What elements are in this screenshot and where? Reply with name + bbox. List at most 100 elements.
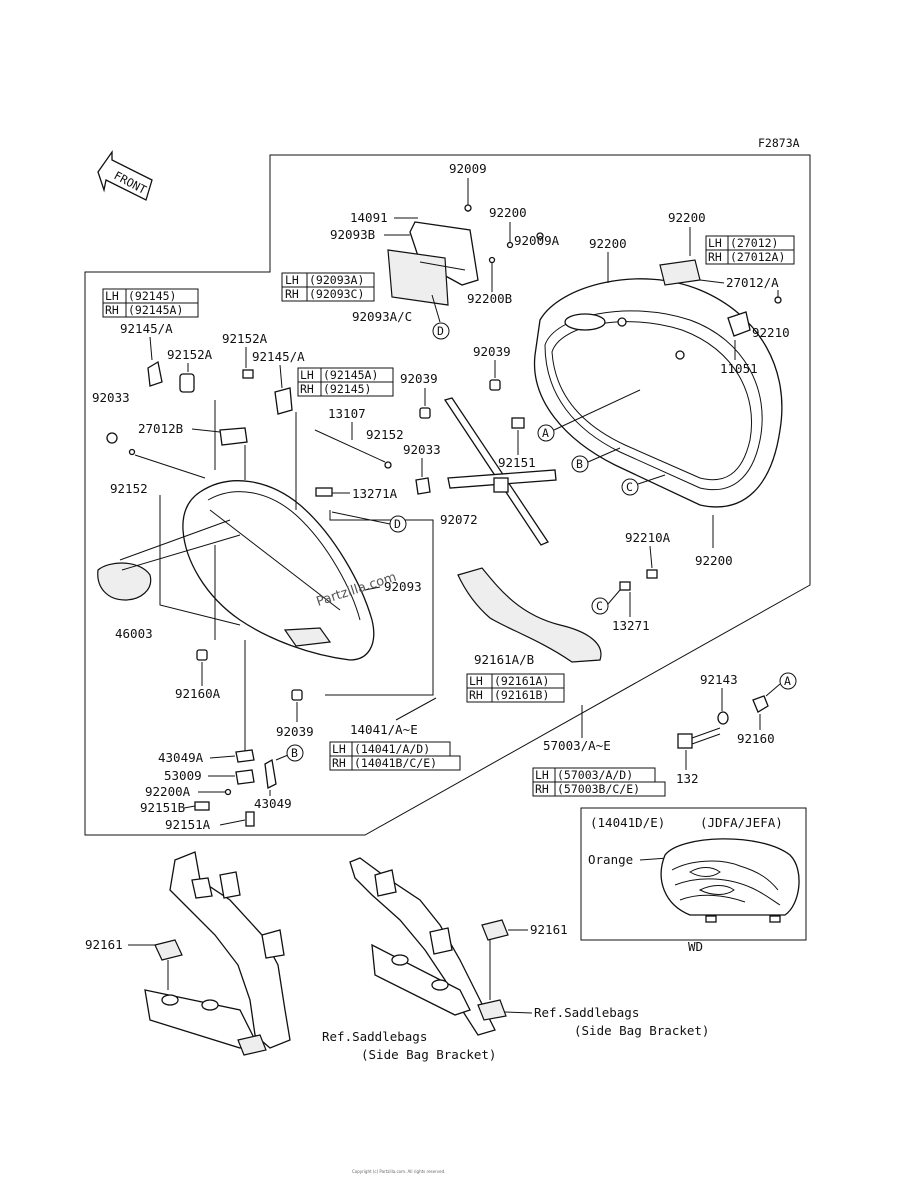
- label-92033-center: 92033: [403, 442, 441, 457]
- svg-text:LH: LH: [300, 368, 314, 382]
- label-13107: 13107: [328, 406, 366, 421]
- label-92152A-2: 92152A: [167, 347, 213, 362]
- label-46003: 46003: [115, 626, 153, 641]
- label-13271: 13271: [612, 618, 650, 633]
- label-92039-c: 92039: [276, 724, 314, 739]
- hinge-parts-lower: [194, 640, 277, 827]
- label-92145A-2: 92145/A: [252, 349, 305, 364]
- svg-text:(92145): (92145): [323, 382, 371, 396]
- label-92093AC: 92093A/C: [352, 309, 412, 324]
- svg-text:A: A: [784, 674, 791, 688]
- label-57003: 57003/A~E: [543, 738, 611, 753]
- label-92152A: 92152A: [222, 331, 268, 346]
- svg-text:LH: LH: [469, 674, 483, 688]
- svg-text:RH: RH: [708, 250, 722, 264]
- svg-text:(27012A): (27012A): [730, 250, 785, 264]
- variant-27012: LH (27012) RH (27012A): [705, 235, 795, 265]
- svg-text:LH: LH: [285, 273, 299, 287]
- callout-c-low: C: [591, 589, 621, 615]
- label-92200-bot: 92200: [695, 553, 733, 568]
- svg-text:RH: RH: [300, 382, 314, 396]
- svg-text:RH: RH: [469, 688, 483, 702]
- svg-text:D: D: [394, 517, 401, 531]
- svg-text:LH: LH: [535, 768, 549, 782]
- label-92200-r2: 92200: [668, 210, 706, 225]
- top-bracket-group: [387, 178, 544, 306]
- svg-text:(57003B/C/E): (57003B/C/E): [557, 782, 640, 796]
- side-bag-bracket-right: [349, 857, 509, 1036]
- inset-color: Orange: [588, 852, 633, 867]
- inset-wd-variant: (14041D/E) (JDFA/JEFA) Orange WD: [580, 807, 807, 954]
- svg-text:(57003/A/D): (57003/A/D): [557, 768, 633, 782]
- variant-14041: LH (14041/A/D) RH (14041B/C/E): [329, 741, 461, 771]
- callout-a-right: A: [765, 672, 797, 697]
- svg-text:RH: RH: [105, 303, 119, 317]
- label-92151: 92151: [498, 455, 536, 470]
- variant-57003: LH (57003/A/D) RH (57003B/C/E): [532, 767, 666, 797]
- label-92200-top: 92200: [489, 205, 527, 220]
- svg-text:(92161A): (92161A): [494, 674, 549, 688]
- label-27012A: 27012/A: [726, 275, 779, 290]
- label-92161-right: 92161: [530, 922, 568, 937]
- callout-b-low: B: [275, 744, 304, 762]
- label-92151A: 92151A: [165, 817, 211, 832]
- inset-codes: (JDFA/JEFA): [700, 815, 783, 830]
- footer-copyright: Copyright (c) Partzilla.com. All rights …: [352, 1169, 445, 1174]
- svg-text:(92093C): (92093C): [309, 287, 364, 301]
- lock-46003: [97, 519, 241, 601]
- label-92200-r1: 92200: [589, 236, 627, 251]
- label-92152-center: 92152: [366, 427, 404, 442]
- label-43049: 43049: [254, 796, 292, 811]
- assembly-frame: [84, 154, 811, 836]
- label-92033-left: 92033: [92, 390, 130, 405]
- label-92161-left: 92161: [85, 937, 123, 952]
- label-92161AB: 92161A/B: [474, 652, 534, 667]
- ref-right-line1: Ref.Saddlebags: [534, 1005, 639, 1020]
- label-92072: 92072: [440, 512, 478, 527]
- label-92160: 92160: [737, 731, 775, 746]
- label-92210: 92210: [752, 325, 790, 340]
- variant-92093: LH (92093A) RH (92093C): [281, 272, 375, 302]
- svg-text:LH: LH: [332, 742, 346, 756]
- label-92093: 92093: [384, 579, 422, 594]
- svg-text:C: C: [596, 599, 603, 613]
- variant-92161: LH (92161A) RH (92161B): [466, 673, 565, 703]
- label-14041: 14041/A~E: [350, 722, 418, 737]
- label-27012B: 27012B: [138, 421, 183, 436]
- label-92152-left: 92152: [110, 481, 148, 496]
- latch-upper-left: [106, 360, 297, 510]
- svg-text:C: C: [626, 480, 633, 494]
- svg-text:(27012): (27012): [730, 236, 778, 250]
- label-53009: 53009: [164, 768, 202, 783]
- svg-text:RH: RH: [535, 782, 549, 796]
- svg-text:(92093A): (92093A): [309, 273, 364, 287]
- ref-left-line2: (Side Bag Bracket): [361, 1047, 496, 1062]
- svg-text:LH: LH: [708, 236, 722, 250]
- gasket-57003: [457, 567, 602, 663]
- figure-id: F2873A: [758, 136, 800, 150]
- label-13271A: 13271A: [352, 486, 398, 501]
- label-92160A: 92160A: [175, 686, 221, 701]
- ref-right-line2: (Side Bag Bracket): [574, 1023, 709, 1038]
- label-92039-b: 92039: [400, 371, 438, 386]
- label-92210A: 92210A: [625, 530, 671, 545]
- svg-text:(14041B/C/E): (14041B/C/E): [354, 756, 437, 770]
- callout-a-mid: A: [537, 389, 641, 442]
- inset-model: (14041D/E): [590, 815, 665, 830]
- label-11051: 11051: [720, 361, 758, 376]
- saddlebag-lid-left: [182, 480, 375, 661]
- bolt-132-set: [677, 695, 769, 749]
- label-92200A: 92200A: [145, 784, 191, 799]
- variant-92145: LH (92145) RH (92145A): [102, 288, 199, 318]
- svg-text:(92145A): (92145A): [128, 303, 183, 317]
- label-92200B: 92200B: [467, 291, 512, 306]
- label-92009A: 92009A: [514, 233, 560, 248]
- svg-text:B: B: [291, 746, 298, 760]
- svg-text:RH: RH: [285, 287, 299, 301]
- label-43049A: 43049A: [158, 750, 204, 765]
- svg-text:B: B: [576, 457, 583, 471]
- svg-text:(92145A): (92145A): [323, 368, 378, 382]
- variant-92145-b: LH (92145A) RH (92145): [297, 367, 394, 397]
- front-arrow-icon: FRONT: [97, 149, 153, 201]
